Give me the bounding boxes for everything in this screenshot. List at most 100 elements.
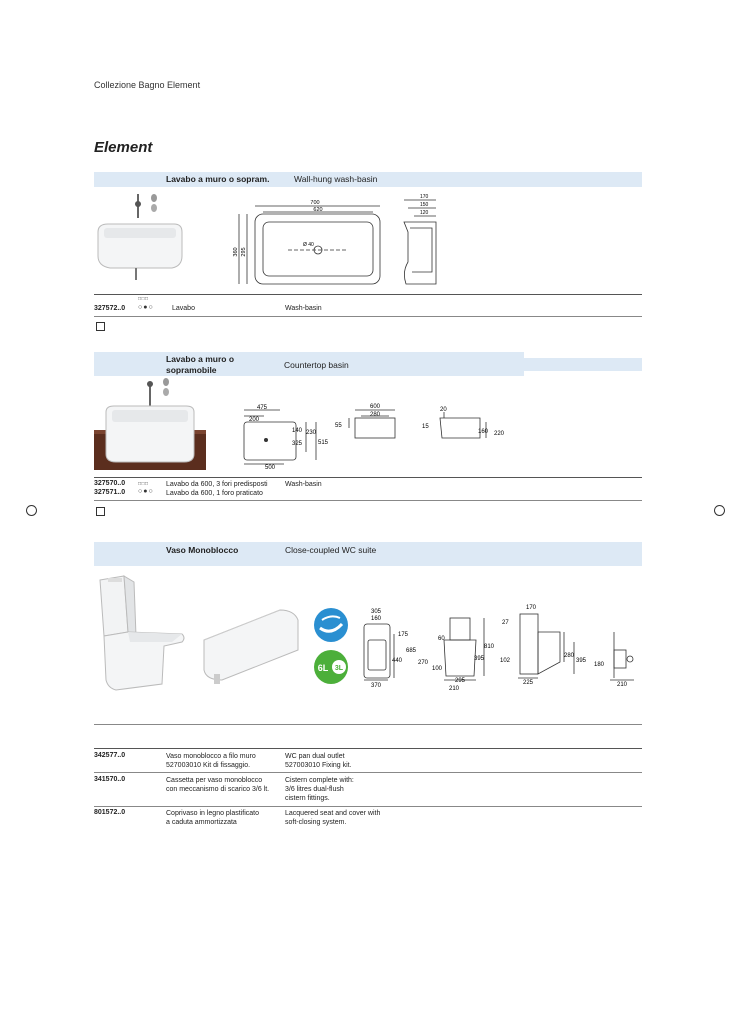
product-desc-it-2: a caduta ammortizzata [166,819,237,826]
wc-seat-photo [203,609,299,684]
product-desc-en-2: 527003010 Fixing kit. [285,762,352,769]
tap-icon [135,201,141,207]
section-bar-wall-basin [94,172,642,187]
dim-60: 60 [438,636,445,642]
dim-175: 175 [398,632,409,638]
dim-170: 170 [420,194,429,200]
tap-icon [147,381,153,387]
product-code: 327572..0 [94,305,126,312]
dim-370: 370 [371,683,382,689]
section-bar-extension [524,358,642,371]
dim-160: 160 [371,616,382,622]
dim-102: 102 [500,658,511,664]
dim-210b: 210 [617,682,628,688]
dim-280: 280 [564,653,575,659]
section-title-it: Lavabo a muro o sopram. [166,174,270,184]
product-name-it: Lavabo da 600, 3 fori predisposti [166,481,268,488]
dim-150: 150 [420,202,429,208]
product-name-it: Lavabo [172,305,195,312]
dim-600: 600 [370,404,381,410]
registration-mark-icon [26,505,37,516]
dim-295: 295 [241,247,247,256]
divider [94,294,642,295]
dim-325: 325 [292,441,303,447]
section-title-it: Vaso Monoblocco [166,545,239,555]
hole-marks: □□□ [138,481,149,487]
dim-620: 620 [313,207,322,213]
countertop-basin-photo [94,378,206,470]
dim-140: 140 [292,428,303,434]
divider [94,724,642,725]
dim-170: 170 [526,605,537,611]
product-desc-en-1: Cistern complete with: [285,777,354,784]
tap-hole-indicator: ○●○ [138,304,154,311]
badge-3l: 3L [335,665,344,672]
dim-20: 20 [440,407,447,413]
registration-mark-icon [714,505,725,516]
product-desc-en-2: 3/6 litres dual-flush [285,786,344,793]
dim-685: 685 [406,648,416,654]
wc-photo [99,575,185,691]
product-desc-en-1: WC pan dual outlet [285,753,345,760]
dim-810: 810 [484,644,495,650]
countertop-top-drawing: 475 200 140 230 325 515 500 [243,405,329,470]
product-desc-it-2: 527003010 Kit di fissaggio. [166,762,251,769]
wall-basin-photo [94,192,184,282]
dim-360: 360 [233,247,239,256]
dim-55: 55 [335,423,342,429]
wall-basin-side-drawing: 170 150 120 [403,194,437,285]
wc-top-drawing: 305 160 175 685 440 370 [363,609,416,689]
product-name-it: Lavabo da 600, 1 foro praticato [166,490,263,497]
badge-6l: 6L [318,663,329,673]
product-desc-en-3: cistern fittings. [285,795,330,802]
dim-440: 440 [392,658,403,664]
hole-marks: □□□ [138,296,149,302]
dim-210: 210 [449,686,460,692]
dim-395b: 395 [576,658,587,664]
product-name-en: Wash-basin [285,481,322,488]
tap-hole-indicator: ○●○ [138,488,154,495]
dim-500: 500 [265,465,276,470]
divider [94,500,642,501]
product-desc-it-1: Vaso monoblocco a filo muro [166,753,256,760]
wall-basin-top-drawing: 700 620 360 295 Ø 40 [233,200,381,285]
dim-280: 280 [370,412,381,418]
product-desc-it-1: Cassetta per vaso monoblocco [166,777,263,784]
product-code: 342577..0 [94,752,126,759]
dim-100: 100 [432,666,443,672]
wc-front-drawing: 60 810 270 100 395 295 210 [418,617,495,692]
section-title-en: Close-coupled WC suite [285,545,377,555]
countertop-front-drawing: 600 280 55 [335,404,396,439]
product-code: 327571..0 [94,489,126,496]
product-desc-en-1: Lacquered seat and cover with [285,810,381,817]
dim-15: 15 [422,424,429,430]
not-applicable-icon [96,322,105,331]
product-code: 801572..0 [94,809,126,816]
section-title-it: Lavabo a muro o sopramobile [166,354,235,375]
product-code: 341570..0 [94,776,126,783]
water-saving-icon [314,608,348,642]
section-bar-wc [94,542,642,566]
not-applicable-icon [96,507,105,516]
dim-180: 180 [594,662,605,668]
dim-475: 475 [257,405,268,411]
dim-270: 270 [418,660,429,666]
dim-515: 515 [318,440,329,446]
collection-header: Collezione Bagno Element [94,80,201,90]
section-title-en: Wall-hung wash-basin [294,174,378,184]
page-title: Element [94,139,153,156]
divider [94,316,642,317]
product-code: 327570..0 [94,480,126,487]
divider [94,806,642,807]
countertop-side-drawing: 20 15 160 220 [422,407,505,439]
wc-side-drawing: 170 27 280 102 395 225 [500,605,587,686]
divider [94,748,642,749]
dim-200: 200 [249,417,260,423]
section-bar-countertop [94,352,524,376]
wc-outlet-drawing: 180 210 [594,632,634,688]
product-desc-en-2: soft-closing system. [285,819,347,826]
product-desc-it-1: Coprivaso in legno plastificato [166,810,259,817]
product-name-en: Wash-basin [285,305,322,312]
dim-305: 305 [371,609,382,615]
dim-700: 700 [310,200,319,206]
